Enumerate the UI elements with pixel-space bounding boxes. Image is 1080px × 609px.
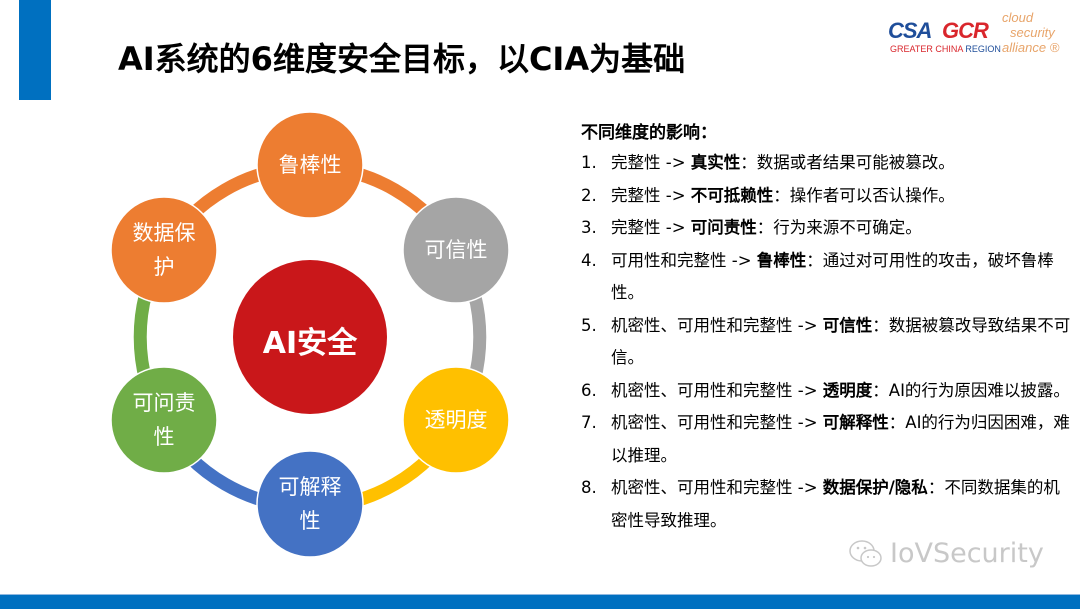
item-source: 完整性 -> <box>611 153 691 172</box>
logo-tag-security: security <box>1010 25 1055 40</box>
item-desc: ：不同数据集的机密性导致推理。 <box>611 478 1060 530</box>
item-source: 可用性和完整性 -> <box>611 250 757 270</box>
item-desc: ：通过对可用性的攻击，破坏鲁棒性。 <box>611 250 1054 303</box>
logo-region-blue: REGION <box>965 44 1001 54</box>
impact-item: 6. 机密性、可用性和完整性 -> 透明度：AI的行为原因难以披露。 <box>581 375 1071 408</box>
logo-region-red: GREATER CHINA <box>890 44 966 54</box>
item-number: 2. <box>581 185 597 205</box>
logo-tag-alliance: alliance ® <box>1002 40 1060 55</box>
node-accountability: 可问责性 <box>132 391 196 449</box>
page-title: AI系统的6维度安全目标，以CIA为基础 <box>118 40 686 78</box>
node-data-protection: 数据保护 <box>132 221 196 279</box>
impact-list: 不同维度的影响： 1. 完整性 -> 真实性：数据或者结果可能被篡改。 2. 完整性… <box>581 118 1071 537</box>
item-number: 4. <box>581 250 597 270</box>
csa-gcr-logo: CSA GCR GREATER CHINA REGION cloud secur… <box>888 10 1068 60</box>
logo-region: GREATER CHINA REGION <box>890 44 1001 54</box>
item-number: 3. <box>581 218 597 237</box>
item-source: 完整性 -> <box>611 185 691 205</box>
impact-item: 8. 机密性、可用性和完整性 -> 数据保护/隐私：不同数据集的机密性导致推理。 <box>581 472 1071 537</box>
item-target: 不可抵赖性 <box>690 185 774 205</box>
logo-tag-cloud: cloud <box>1002 10 1034 25</box>
item-source: 机密性、可用性和完整性 -> <box>611 413 823 432</box>
item-source: 机密性、可用性和完整性 -> <box>611 478 823 497</box>
center-node-ai-security: AI安全 <box>262 326 358 361</box>
item-number: 6. <box>581 380 597 400</box>
item-source: 完整性 -> <box>611 218 691 237</box>
item-desc: ：行为来源不可确定。 <box>756 218 922 237</box>
node-robustness: 鲁棒性 <box>278 153 342 177</box>
impact-item: 1. 完整性 -> 真实性：数据或者结果可能被篡改。 <box>581 147 1071 180</box>
node-explainability: 可解释性 <box>278 475 342 533</box>
item-desc: ：AI的行为原因难以披露。 <box>872 380 1070 400</box>
watermark-text: IoVSecurity <box>890 538 1044 569</box>
impact-item: 2. 完整性 -> 不可抵赖性：操作者可以否认操作。 <box>581 180 1071 213</box>
item-target: 可解释性 <box>822 413 889 432</box>
item-number: 8. <box>581 478 597 497</box>
item-target: 可信性 <box>822 315 873 335</box>
item-desc: ：AI的行为归因困难，难以推理。 <box>611 413 1070 465</box>
impact-items: 1. 完整性 -> 真实性：数据或者结果可能被篡改。 2. 完整性 -> 不可抵赖性… <box>581 147 1071 537</box>
impact-item: 3. 完整性 -> 可问责性：行为来源不可确定。 <box>581 212 1071 245</box>
watermark: IoVSecurity <box>848 538 1044 569</box>
logo-tagline: cloud security alliance ® <box>1002 10 1059 55</box>
node-transparency: 透明度 <box>424 408 488 432</box>
item-target: 数据保护/隐私 <box>822 478 928 497</box>
ai-security-cycle-diagram: AI安全 鲁棒性 可信性 透明度 可解释性 可问责性 数据保护 <box>110 111 510 558</box>
logo-gcr: GCR <box>942 18 989 43</box>
item-desc: ：操作者可以否认操作。 <box>773 185 955 205</box>
item-source: 机密性、可用性和完整性 -> <box>611 315 823 335</box>
footer-bar <box>0 594 1080 609</box>
item-target: 透明度 <box>822 380 873 400</box>
wechat-icon <box>849 539 882 567</box>
node-trustworthiness: 可信性 <box>424 238 488 262</box>
impact-item: 5. 机密性、可用性和完整性 -> 可信性：数据被篡改导致结果不可信。 <box>581 310 1071 375</box>
impact-list-heading: 不同维度的影响： <box>581 123 717 143</box>
item-source: 机密性、可用性和完整性 -> <box>611 380 823 400</box>
item-target: 鲁棒性 <box>756 250 807 270</box>
logo-csa: CSA <box>888 18 932 43</box>
cycle-ring <box>110 111 510 558</box>
item-number: 5. <box>581 315 597 335</box>
item-desc: ：数据或者结果可能被篡改。 <box>740 153 955 172</box>
item-number: 1. <box>581 153 597 172</box>
title-accent-bar <box>19 0 51 100</box>
item-number: 7. <box>581 413 597 432</box>
item-target: 真实性 <box>690 153 741 172</box>
impact-item: 7. 机密性、可用性和完整性 -> 可解释性：AI的行为归因困难，难以推理。 <box>581 407 1071 472</box>
item-target: 可问责性 <box>690 218 757 237</box>
item-desc: ：数据被篡改导致结果不可信。 <box>611 315 1071 368</box>
impact-item: 4. 可用性和完整性 -> 鲁棒性：通过对可用性的攻击，破坏鲁棒性。 <box>581 245 1071 310</box>
